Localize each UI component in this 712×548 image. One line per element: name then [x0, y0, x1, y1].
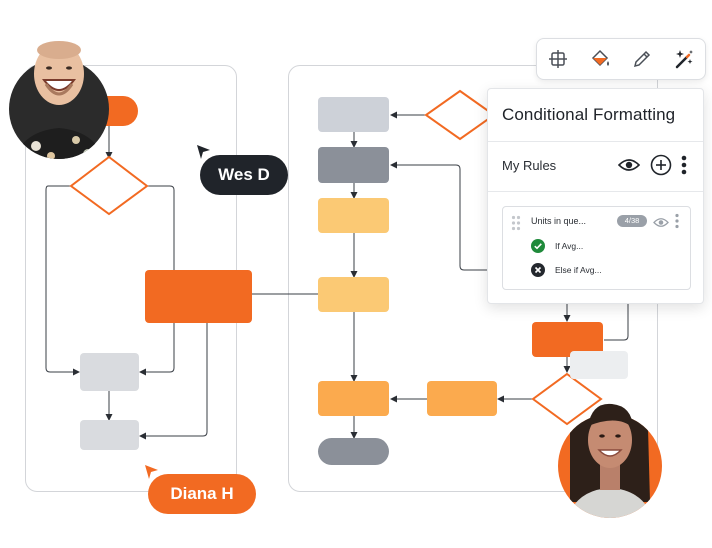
format-toolbar — [536, 38, 706, 80]
process-block-gray-top[interactable] — [318, 97, 389, 132]
avatar-diana — [558, 403, 662, 518]
panel-divider — [488, 191, 703, 192]
process-block-amber-1[interactable] — [318, 381, 389, 416]
cursor-pointer-icon — [145, 465, 158, 479]
rule-count-badge: 4/38 — [617, 215, 647, 227]
pencil-icon[interactable] — [629, 46, 655, 72]
collaborator-tag-wes: Wes D — [200, 155, 288, 195]
process-block-ghost[interactable] — [570, 351, 628, 379]
condition-text: If Avg... — [555, 241, 584, 251]
check-circle-icon — [531, 239, 545, 253]
panel-divider — [488, 141, 703, 142]
cursor-pointer-icon — [197, 145, 210, 159]
process-block-gray-2[interactable] — [80, 420, 139, 450]
decision-diamond-bottom — [531, 372, 603, 426]
collaborator-tag-diana: Diana H — [148, 474, 256, 514]
condition-text: Else if Avg... — [555, 265, 602, 275]
rule-visibility-eye-icon[interactable] — [653, 215, 669, 233]
rule-condition-else-if[interactable]: Else if Avg... — [531, 263, 602, 277]
rule-more-options-icon[interactable] — [675, 213, 679, 234]
process-block-amber-2[interactable] — [427, 381, 497, 416]
decision-diamond-top — [424, 89, 496, 141]
conditional-formatting-panel: Conditional Formatting My Rules Units in… — [487, 88, 704, 304]
crop-frame-icon[interactable] — [545, 46, 571, 72]
end-terminal[interactable] — [318, 438, 389, 465]
cross-circle-icon — [531, 263, 545, 277]
process-block-yellow-1[interactable] — [318, 198, 389, 233]
avatar-wes — [9, 41, 109, 159]
drag-handle-icon[interactable] — [511, 215, 521, 236]
my-rules-label: My Rules — [502, 158, 557, 173]
add-rule-plus-icon[interactable] — [649, 153, 673, 177]
rule-card[interactable]: Units in que... 4/38 If Avg... — [502, 206, 691, 290]
rule-condition-if[interactable]: If Avg... — [531, 239, 583, 253]
more-options-icon[interactable] — [672, 153, 696, 177]
visibility-eye-icon[interactable] — [617, 153, 641, 177]
fill-bucket-icon[interactable] — [587, 46, 613, 72]
process-block-gray-dark[interactable] — [318, 147, 389, 183]
rule-title: Units in que... — [531, 216, 587, 226]
process-block-yellow-2[interactable] — [318, 277, 389, 312]
process-block-main[interactable] — [145, 270, 252, 323]
panel-title: Conditional Formatting — [502, 105, 676, 124]
decision-diamond-left — [69, 155, 149, 216]
magic-wand-icon[interactable] — [671, 46, 697, 72]
process-block-gray-1[interactable] — [80, 353, 139, 391]
